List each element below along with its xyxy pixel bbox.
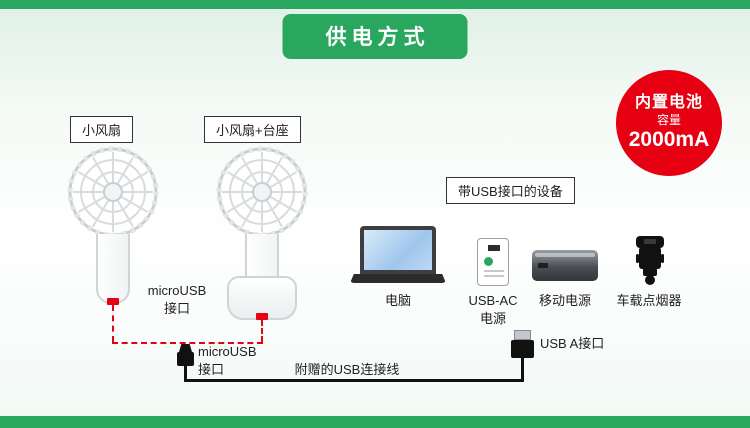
cable-microusb-label-line2: 接口: [198, 361, 225, 377]
usb-a-port-label: USB A接口: [540, 336, 605, 351]
fan1-head-icon: [67, 146, 159, 238]
usb-cable-right-segment: [521, 356, 524, 382]
fan1-microusb-port: [107, 298, 119, 305]
laptop-label: 电脑: [384, 293, 411, 308]
dashed-connector-fan2: [261, 320, 263, 342]
fan1-handle: [96, 234, 130, 304]
top-accent-bar: [0, 0, 750, 9]
page-title: 供电方式: [282, 14, 468, 59]
dashed-connector-fan1: [112, 305, 114, 342]
battery-badge: 内置电池 容量 2000mA: [616, 70, 722, 176]
fan1-label: 小风扇: [70, 116, 134, 143]
power-bank-highlight: [535, 253, 595, 257]
cable-microusb-label-line1: microUSB: [198, 344, 257, 359]
adapter-logo-dot: [484, 257, 493, 266]
car-charger-label: 车载点烟器: [616, 293, 682, 308]
battery-badge-capacity-label: 容量: [656, 113, 681, 128]
power-bank-port: [538, 263, 548, 268]
usb-cable-horizontal-segment: [184, 379, 524, 382]
usb-ac-adapter-icon: [477, 238, 509, 286]
power-bank-icon: [532, 250, 598, 281]
car-charger-icon: [636, 236, 664, 285]
adapter-label-line1: USB-AC: [468, 293, 518, 308]
laptop-icon: [360, 226, 436, 274]
battery-badge-capacity-value: 2000mA: [628, 128, 710, 152]
usb-devices-group-label: 带USB接口的设备: [446, 177, 575, 204]
fan2-label: 小风扇+台座: [204, 116, 301, 143]
adapter-label: USB-AC 电源: [461, 292, 525, 327]
adapter-print-lines: [484, 270, 504, 272]
laptop-screen: [364, 230, 432, 270]
fan2-dock-base: [227, 276, 297, 320]
cable-label: 附赠的USB连接线: [294, 362, 400, 377]
laptop-base: [350, 274, 446, 283]
adapter-usb-port: [488, 245, 500, 251]
fan2-microusb-port: [256, 313, 268, 320]
power-bank-label: 移动电源: [538, 293, 591, 308]
cable-microusb-label: microUSB 接口: [198, 343, 257, 378]
fan2-handle: [245, 234, 279, 282]
battery-badge-name: 内置电池: [634, 93, 703, 111]
fan1-port-label-line1: microUSB: [147, 283, 207, 298]
dashed-connector-horizontal: [112, 342, 263, 344]
fan1-port-label: microUSB 接口: [140, 282, 214, 317]
fan2-head-icon: [216, 146, 308, 238]
microusb-plug-icon: [179, 344, 192, 352]
fan1-port-label-line2: 接口: [163, 300, 190, 316]
adapter-label-line2: 电源: [479, 310, 506, 326]
usb-a-plug-icon: [511, 340, 534, 358]
bottom-accent-bar: [0, 416, 750, 428]
microusb-plug-body: [177, 352, 194, 366]
usb-a-plug-metal: [514, 330, 531, 340]
usb-cable-left-segment: [184, 366, 187, 382]
